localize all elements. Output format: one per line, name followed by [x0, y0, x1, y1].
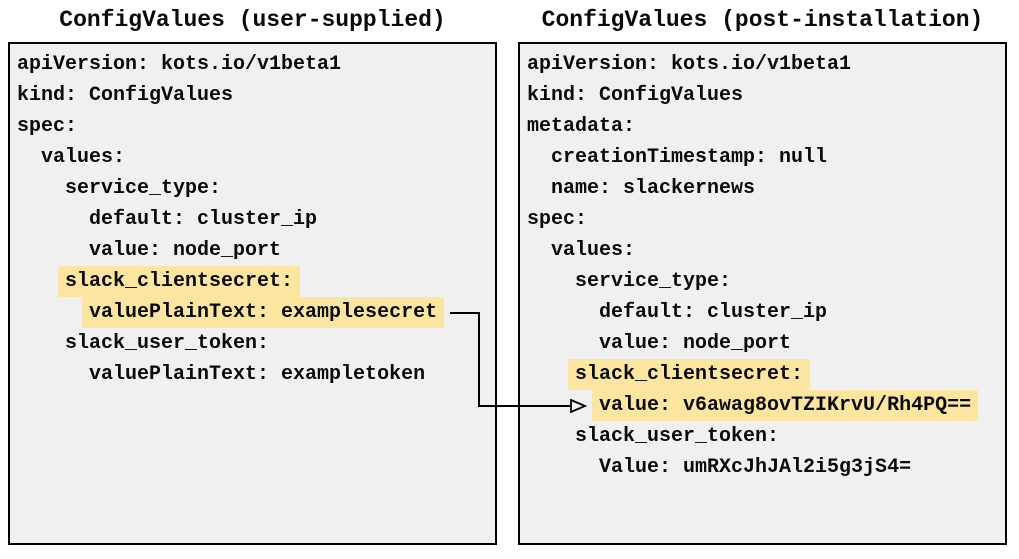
yaml-line: Value: umRXcJhJAl2i5g3jS4=: [527, 452, 998, 483]
user-supplied-config-panel: apiVersion: kots.io/v1beta1 kind: ConfigV…: [8, 42, 497, 545]
yaml-line: valuePlainText: exampletoken: [17, 359, 488, 390]
yaml-line: value: node_port: [17, 235, 488, 266]
yaml-text-highlighted: slack_clientsecret:: [58, 266, 301, 297]
yaml-line: default: cluster_ip: [17, 204, 488, 235]
yaml-text: name: slackernews: [551, 177, 756, 200]
yaml-text: valuePlainText: exampletoken: [89, 363, 426, 386]
yaml-indent: [527, 425, 575, 448]
yaml-line: spec:: [527, 204, 998, 235]
yaml-line: apiVersion: kots.io/v1beta1: [527, 49, 998, 80]
yaml-text: Value: umRXcJhJAl2i5g3jS4=: [599, 456, 912, 479]
yaml-text-highlighted: value: v6awag8ovTZIKrvU/Rh4PQ==: [592, 390, 979, 421]
yaml-indent: [527, 270, 575, 293]
yaml-line: kind: ConfigValues: [527, 80, 998, 111]
yaml-indent: [17, 301, 89, 324]
yaml-text: metadata:: [527, 115, 636, 138]
yaml-indent: [17, 146, 41, 169]
yaml-indent: [527, 394, 599, 417]
yaml-text: values:: [41, 146, 126, 169]
yaml-text: default: cluster_ip: [599, 301, 828, 324]
yaml-text: service_type:: [575, 270, 732, 293]
yaml-line: slack_user_token:: [17, 328, 488, 359]
yaml-line: service_type:: [17, 173, 488, 204]
yaml-text-highlighted: slack_clientsecret:: [568, 359, 811, 390]
yaml-line: creationTimestamp: null: [527, 142, 998, 173]
yaml-text: spec:: [17, 115, 78, 138]
yaml-indent: [527, 301, 599, 324]
yaml-line: values:: [17, 142, 488, 173]
yaml-line: spec:: [17, 111, 488, 142]
yaml-text: values:: [551, 239, 636, 262]
yaml-text: value: node_port: [599, 332, 792, 355]
yaml-line: metadata:: [527, 111, 998, 142]
yaml-indent: [17, 363, 89, 386]
yaml-indent: [527, 332, 599, 355]
yaml-line: slack_user_token:: [527, 421, 998, 452]
yaml-indent: [17, 208, 89, 231]
yaml-text: creationTimestamp: null: [551, 146, 828, 169]
yaml-text: apiVersion: kots.io/v1beta1: [17, 53, 342, 76]
yaml-line: valuePlainText: examplesecret: [17, 297, 488, 328]
yaml-indent: [17, 332, 65, 355]
yaml-text: slack_user_token:: [65, 332, 270, 355]
yaml-line: name: slackernews: [527, 173, 998, 204]
yaml-text: kind: ConfigValues: [17, 84, 234, 107]
yaml-indent: [527, 239, 551, 262]
yaml-text-highlighted: valuePlainText: examplesecret: [82, 297, 445, 328]
yaml-text: default: cluster_ip: [89, 208, 318, 231]
yaml-indent: [17, 177, 65, 200]
yaml-indent: [527, 456, 599, 479]
post-installation-config-panel: apiVersion: kots.io/v1beta1 kind: ConfigV…: [518, 42, 1007, 545]
yaml-text: apiVersion: kots.io/v1beta1: [527, 53, 852, 76]
yaml-text: slack_user_token:: [575, 425, 780, 448]
user-supplied-title: ConfigValues (user-supplied): [59, 7, 446, 33]
yaml-text: value: node_port: [89, 239, 282, 262]
yaml-line: value: node_port: [527, 328, 998, 359]
yaml-indent: [17, 239, 89, 262]
yaml-line: service_type:: [527, 266, 998, 297]
yaml-line: apiVersion: kots.io/v1beta1: [17, 49, 488, 80]
yaml-text: spec:: [527, 208, 588, 231]
yaml-line: value: v6awag8ovTZIKrvU/Rh4PQ==: [527, 390, 998, 421]
yaml-text: service_type:: [65, 177, 222, 200]
yaml-line: default: cluster_ip: [527, 297, 998, 328]
yaml-indent: [527, 177, 551, 200]
yaml-line: slack_clientsecret:: [527, 359, 998, 390]
post-installation-title: ConfigValues (post-installation): [541, 7, 984, 33]
yaml-text: kind: ConfigValues: [527, 84, 744, 107]
yaml-indent: [527, 146, 551, 169]
yaml-line: kind: ConfigValues: [17, 80, 488, 111]
yaml-line: values:: [527, 235, 998, 266]
yaml-line: slack_clientsecret:: [17, 266, 488, 297]
